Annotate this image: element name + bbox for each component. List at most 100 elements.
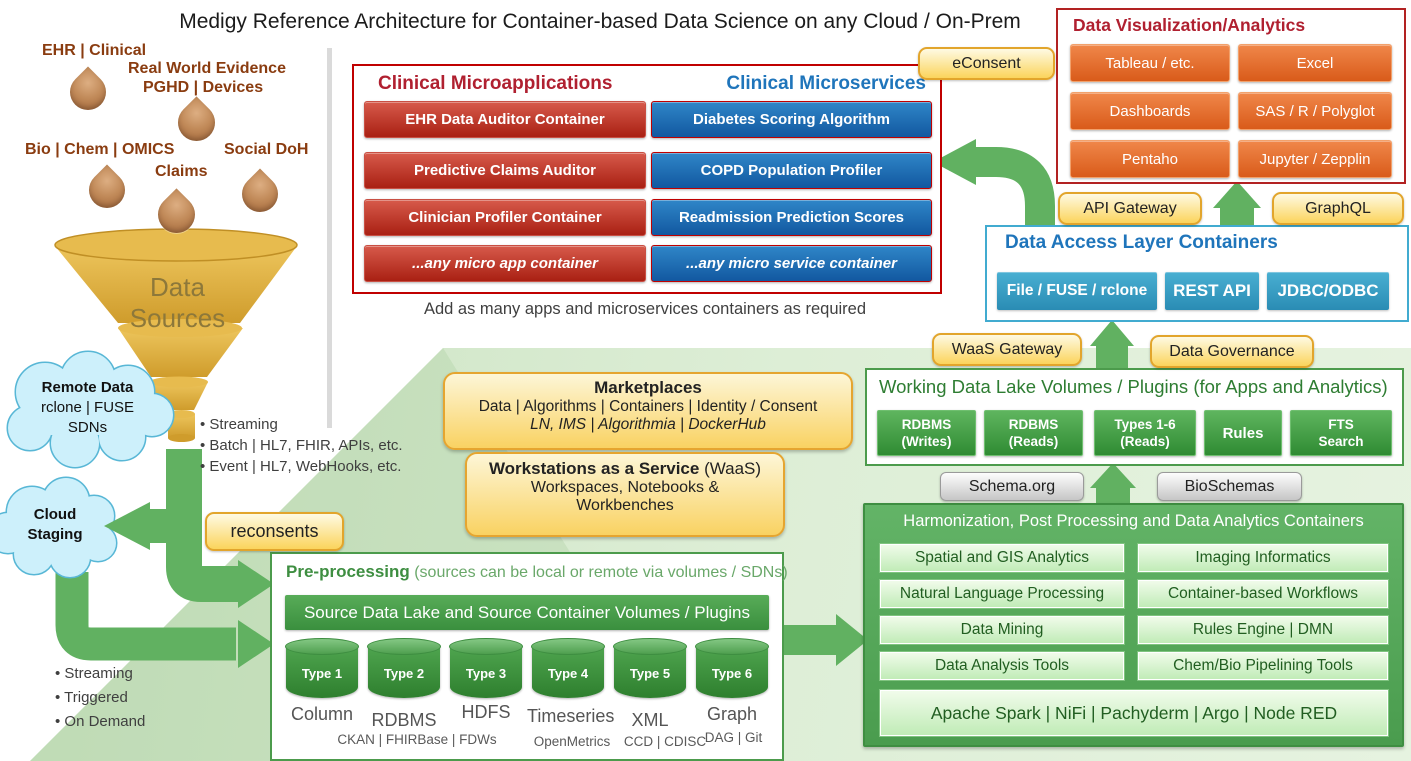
dal-box: JDBC/ODBC [1267, 272, 1389, 310]
type-name: RDBMS [371, 710, 437, 730]
reconsents-badge: reconsents [205, 512, 344, 551]
app-box: EHR Data Auditor Container [364, 101, 646, 138]
cloud-staging-line2: Staging [27, 526, 83, 543]
econsent-badge: eConsent [918, 47, 1055, 80]
label-pghd-devices: PGHD | Devices [143, 79, 264, 96]
harmonization-footer-box: Apache Spark | NiFi | Pachyderm | Argo |… [879, 689, 1389, 737]
harmonization-container: Harmonization, Post Processing and Data … [863, 503, 1404, 747]
staging-bullets: • Streaming • Triggered • On Demand [55, 662, 145, 734]
type-name: Graph [706, 704, 758, 724]
type-name: Timeseries [527, 706, 615, 726]
dal-box: File / FUSE / rclone [997, 272, 1157, 310]
bullet-event: • Event | HL7, WebHooks, etc. [200, 458, 402, 475]
harmonization-title: Harmonization, Post Processing and Data … [903, 512, 1364, 530]
type-cylinder-icon: Type 1 [285, 638, 359, 698]
label-claims: Claims [155, 163, 208, 180]
wdl-box-line2: (Reads) [1120, 434, 1170, 449]
marketplaces-box: Marketplaces Data | Algorithms | Contain… [443, 372, 853, 450]
wdl-box-line1: RDBMS [1008, 417, 1059, 432]
type-sub-label: DAG | Git [704, 730, 763, 745]
dataviz-container: Data Visualization/Analytics Tableau / e… [1056, 8, 1406, 184]
clinical-microservices-title: Clinical Microservices [726, 73, 926, 94]
preprocessing-title: Pre-processing [286, 562, 410, 581]
type-cylinder-icon: Type 4 [531, 638, 605, 698]
dal-box: REST API [1165, 272, 1259, 310]
clinical-microapplications-title: Clinical Microapplications [378, 73, 613, 94]
waas-title-normal: (WaaS) [699, 459, 762, 478]
wdl-box-line1: Types 1-6 [1114, 417, 1176, 432]
preprocessing-subtitle: (sources can be local or remote via volu… [409, 564, 788, 581]
service-box: Diabetes Scoring Algorithm [651, 101, 932, 138]
type-cylinder-icon: Type 3 [449, 638, 523, 698]
bullet-on-demand: • On Demand [55, 713, 146, 730]
wdl-box: Rules [1204, 410, 1282, 456]
wdl-box-line1: RDBMS [901, 417, 952, 432]
harmonization-box: Natural Language Processing [879, 579, 1125, 609]
type-name: Column [290, 704, 354, 724]
dataviz-title: Data Visualization/Analytics [1073, 15, 1306, 35]
bullet-streaming2: • Streaming [55, 665, 133, 682]
dal-container: Data Access Layer Containers File / FUSE… [985, 225, 1409, 322]
type-label: Type 5 [629, 666, 671, 681]
app-box: ...any micro app container [364, 245, 646, 282]
harmonization-box: Rules Engine | DMN [1137, 615, 1389, 645]
label-social-doh: Social DoH [224, 141, 309, 158]
page-title: Medigy Reference Architecture for Contai… [179, 10, 1021, 33]
wdl-box-line2: (Writes) [901, 434, 952, 449]
harmonization-box: Data Mining [879, 615, 1125, 645]
wdl-box-line2: (Reads) [1008, 434, 1059, 449]
label-real-world-evidence: Real World Evidence [128, 60, 286, 77]
type-sub-label: CCD | CDISC [623, 734, 707, 749]
type-sub-label: OpenMetrics [533, 734, 611, 749]
flow-arrows [55, 139, 1261, 668]
source-data-lake-bar: Source Data Lake and Source Container Vo… [285, 595, 769, 630]
app-box: Predictive Claims Auditor [364, 152, 646, 189]
remote-data-sdns: SDNs [67, 419, 108, 436]
type-label: Type 4 [547, 666, 589, 681]
viz-tool-box: SAS / R / Polyglot [1238, 92, 1392, 130]
wdl-box-line1: Rules [1222, 424, 1264, 442]
bullet-streaming: • Streaming [200, 416, 278, 433]
cloud-staging-icon [0, 476, 118, 579]
wdl-box: RDBMS (Reads) [984, 410, 1083, 456]
label-bio-chem-omics: Bio | Chem | OMICS [25, 141, 175, 158]
preprocessing-container: Pre-processing (sources can be local or … [270, 552, 788, 761]
bullet-triggered: • Triggered [55, 689, 128, 706]
wdl-box: FTS Search [1290, 410, 1392, 456]
app-box: Clinician Profiler Container [364, 199, 646, 236]
dal-title: Data Access Layer Containers [1005, 232, 1278, 253]
harmonization-box: Imaging Informatics [1137, 543, 1389, 573]
type-cylinder-icon: Type 2 [367, 638, 441, 698]
schema-org-badge: Schema.org [940, 472, 1084, 501]
service-box: COPD Population Profiler [651, 152, 932, 189]
type-cylinder-icon: Type 5 [613, 638, 687, 698]
data-governance-badge: Data Governance [1150, 335, 1314, 368]
funnel-icon [54, 228, 298, 442]
harmonization-box: Data Analysis Tools [879, 651, 1125, 681]
bullet-batch: • Batch | HL7, FHIR, APIs, etc. [200, 437, 403, 454]
viz-tool-box: Pentaho [1070, 140, 1230, 178]
arrow-into-staging [104, 502, 150, 550]
remote-data-cloud-text: Remote Data rclone | FUSE SDNs [15, 378, 160, 438]
funnel-label: Data Sources [129, 272, 226, 333]
ingest-bullets: • Streaming • Batch | HL7, FHIR, APIs, e… [200, 414, 403, 477]
remote-data-cloud-icon [6, 350, 175, 469]
label-ehr-clinical: EHR | Clinical [42, 42, 147, 59]
type-name: HDFS [461, 702, 511, 722]
service-box: Readmission Prediction Scores [651, 199, 932, 236]
harmonization-box: Chem/Bio Pipelining Tools [1137, 651, 1389, 681]
marketplaces-line2: Data | Algorithms | Containers | Identit… [478, 398, 818, 415]
type-label: Type 1 [301, 666, 343, 681]
divider-line [327, 48, 332, 428]
api-gateway-badge: API Gateway [1058, 192, 1202, 225]
clinical-container: Clinical Microapplications Clinical Micr… [352, 64, 942, 294]
harmonization-box: Container-based Workflows [1137, 579, 1389, 609]
type-sub-label: CKAN | FHIRBase | FDWs [337, 732, 497, 747]
wdl-container: Working Data Lake Volumes / Plugins (for… [865, 368, 1404, 466]
type-name: XML [631, 710, 669, 730]
wdl-title: Working Data Lake Volumes / Plugins (for… [879, 376, 1388, 397]
remote-data-title: Remote Data [41, 379, 134, 396]
waas-box: Workstations as a Service (WaaS) Workspa… [465, 452, 785, 537]
